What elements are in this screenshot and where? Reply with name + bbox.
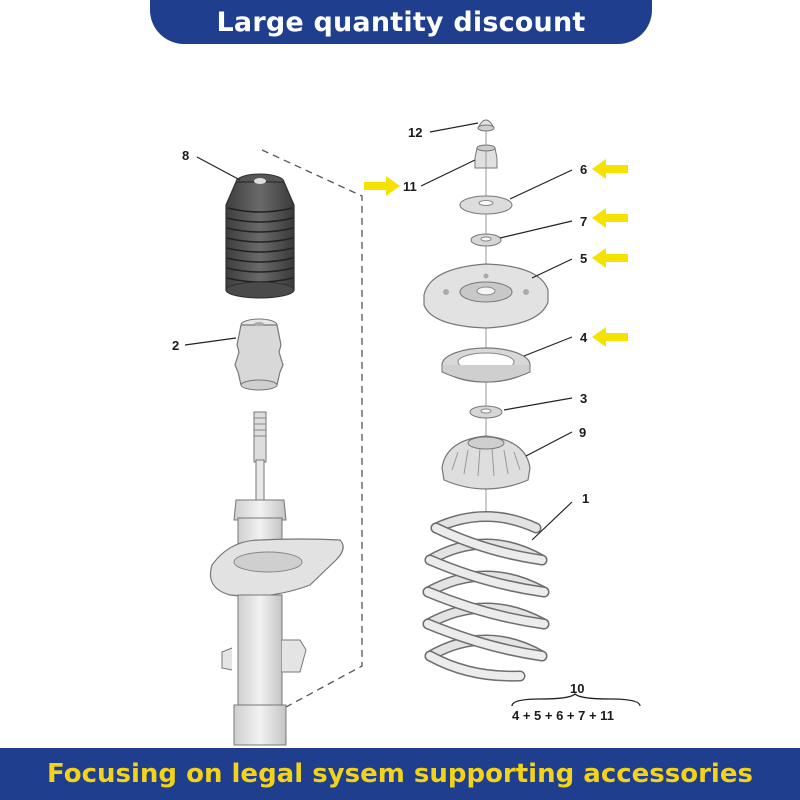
label-part-2: 2 — [172, 338, 179, 353]
arrow-part-4 — [592, 327, 628, 347]
label-part-5: 5 — [580, 251, 587, 266]
part-12-cap — [477, 119, 495, 132]
part-11-nut — [474, 144, 498, 169]
label-kit-10: 10 — [570, 681, 584, 696]
part-2-bump-stop — [234, 318, 284, 391]
label-part-1: 1 — [582, 491, 589, 506]
label-part-4: 4 — [580, 330, 588, 345]
kit-formula: 4 + 5 + 6 + 7 + 11 — [512, 708, 614, 723]
label-part-3: 3 — [580, 391, 587, 406]
leader-lines — [184, 122, 573, 541]
part-6-washer — [459, 195, 513, 215]
part-8-dust-boot — [225, 173, 295, 299]
arrow-part-7 — [592, 208, 628, 228]
kit-brace — [511, 693, 641, 707]
arrow-part-11 — [364, 176, 400, 196]
label-part-8: 8 — [182, 148, 189, 163]
label-part-12: 12 — [408, 125, 422, 140]
label-part-7: 7 — [580, 214, 587, 229]
arrow-part-6 — [592, 159, 628, 179]
bottom-banner: Focusing on legal sysem supporting acces… — [0, 748, 800, 800]
dashed-assembly-guide — [261, 149, 363, 721]
part-4-bearing — [441, 347, 531, 383]
label-part-11: 11 — [403, 179, 417, 194]
part-9-spring-seat — [441, 435, 531, 490]
kit-10-group: 10 4 + 5 + 6 + 7 + 11 — [511, 681, 641, 723]
label-part-6: 6 — [580, 162, 587, 177]
part-3-washer — [469, 405, 503, 419]
part-1-coil-spring — [422, 511, 550, 682]
shock-absorber — [209, 411, 344, 746]
part-labels: 1 2 3 4 5 6 7 8 9 11 12 — [172, 125, 589, 506]
part-7-washer — [470, 233, 502, 247]
top-banner-title: Large quantity discount — [216, 6, 586, 38]
highlight-arrows — [364, 159, 628, 347]
bottom-banner-text: Focusing on legal sysem supporting acces… — [47, 759, 753, 789]
part-5-top-mount — [423, 263, 549, 329]
label-part-9: 9 — [579, 425, 586, 440]
top-banner: Large quantity discount — [150, 0, 652, 44]
arrow-part-5 — [592, 248, 628, 268]
